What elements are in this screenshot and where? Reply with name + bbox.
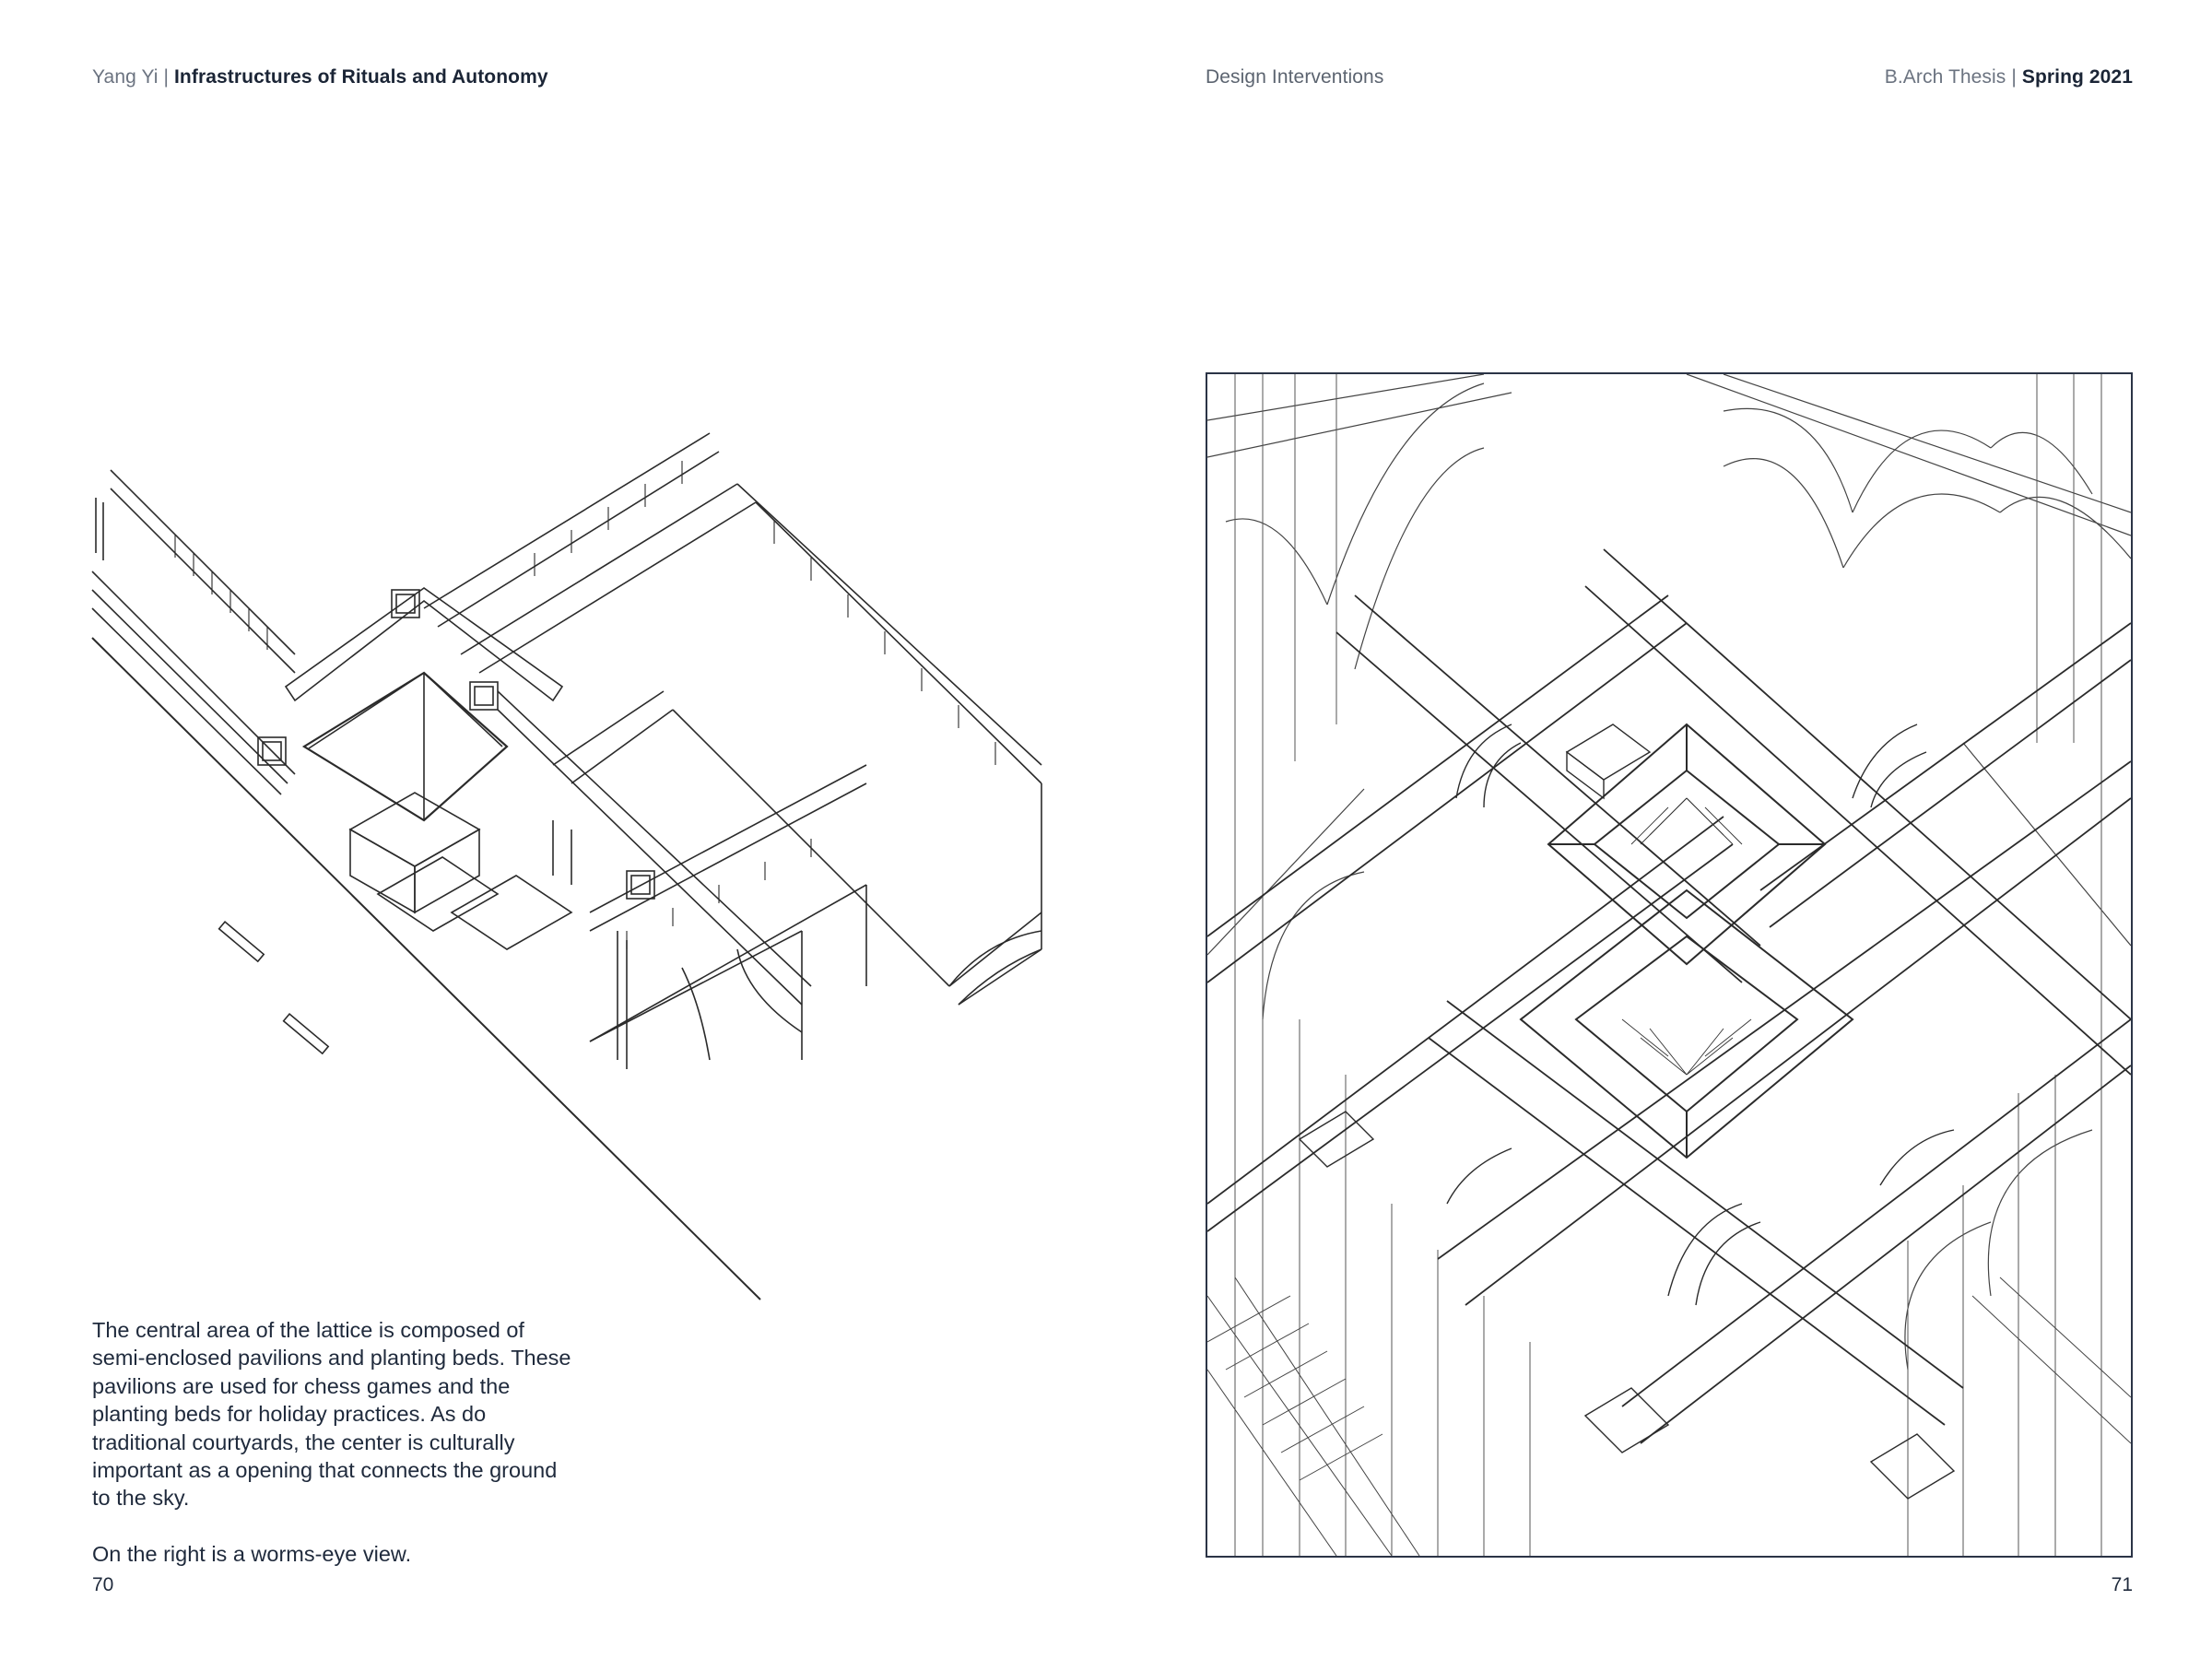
worms-eye-view-drawing — [1206, 372, 2133, 1558]
railing-posts — [174, 461, 996, 949]
central-oculus — [1519, 723, 1854, 1159]
caption-paragraph-2: On the right is a worms-eye view. — [92, 1541, 412, 1566]
running-header-left: Yang Yi | Infrastructures of Rituals and… — [92, 66, 548, 88]
axonometric-drawing — [74, 396, 1051, 1318]
running-header-right: B.Arch Thesis | Spring 2021 — [1885, 66, 2133, 88]
author-name: Yang Yi — [92, 66, 159, 88]
thesis-title: Infrastructures of Rituals and Autonomy — [173, 66, 548, 88]
planting-beds — [218, 792, 573, 1055]
arch-ceiling — [1207, 374, 2131, 1371]
term-label: Spring 2021 — [2021, 66, 2133, 88]
page-number-right: 71 — [2111, 1574, 2133, 1595]
program-label: B.Arch Thesis — [1884, 66, 2006, 88]
caption-paragraph-1: The central area of the lattice is compo… — [92, 1318, 571, 1511]
column-lines — [1234, 374, 2102, 1556]
diagonal-beams — [1207, 548, 2131, 1444]
page-number-left: 70 — [92, 1574, 114, 1595]
caption: The central area of the lattice is compo… — [92, 1316, 571, 1595]
lower-grid — [1207, 1277, 2131, 1556]
beam-grid — [423, 432, 1042, 1069]
left-rail — [91, 469, 296, 795]
stair-blocks — [1298, 724, 1956, 1500]
radial-detail — [1621, 797, 1752, 1076]
pavilion-roof — [257, 587, 655, 900]
bracket-curves — [1446, 724, 1955, 1306]
header-separator: | — [158, 66, 174, 88]
section-title: Design Interventions — [1206, 66, 1384, 88]
header-separator-right: | — [2006, 66, 2022, 88]
